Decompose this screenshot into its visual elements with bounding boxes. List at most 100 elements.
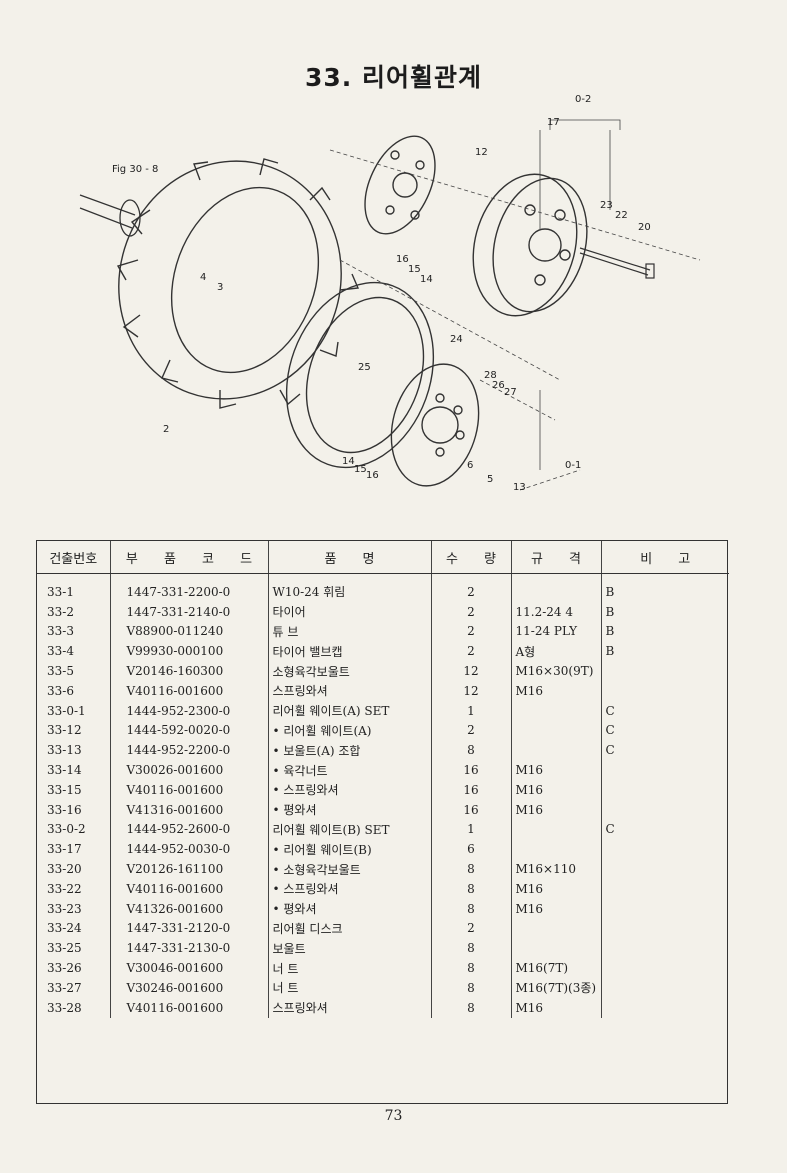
header-col-qty: 수 량 xyxy=(431,541,512,574)
cell-spec xyxy=(511,573,602,602)
header-col-no: 건출번호 xyxy=(37,541,111,574)
callout-5: 5 xyxy=(487,474,493,485)
cell-name: W10-24 휘림 xyxy=(268,573,432,602)
cell-spec xyxy=(511,819,602,840)
cell-no: 33-27 xyxy=(37,977,111,998)
cell-code: 1444-952-2600-0 xyxy=(110,819,269,840)
cell-no: 33-25 xyxy=(37,938,111,959)
callout-28: 28 xyxy=(484,370,497,381)
cell-qty: 2 xyxy=(431,573,512,602)
cell-spec: 11.2-24 4 xyxy=(511,601,602,622)
callout-3: 3 xyxy=(217,282,223,293)
cell-name: 너 트 xyxy=(268,977,432,998)
cell-qty: 8 xyxy=(431,859,512,879)
cell-no: 33-6 xyxy=(37,680,111,701)
cell-name: • 리어휠 웨이트(A) xyxy=(268,720,432,741)
cell-spec: M16 xyxy=(511,878,602,899)
callout-13: 13 xyxy=(513,482,526,493)
cell-code: V40116-001600 xyxy=(110,997,269,1018)
cell-note: C xyxy=(605,703,615,718)
page-title: 33. 리어휠관계 xyxy=(305,63,482,92)
cell-no: 33-0-1 xyxy=(37,700,111,721)
cell-code: V99930-000100 xyxy=(110,641,269,662)
cell-code: V20126-161100 xyxy=(110,859,269,879)
long-bolt-illustration xyxy=(579,247,655,279)
cell-spec xyxy=(511,938,602,959)
cell-spec: M16(7T) xyxy=(511,958,602,978)
cell-spec: A형 xyxy=(511,641,602,662)
tire-illustration xyxy=(116,158,360,409)
cell-code: 1444-952-0030-0 xyxy=(110,839,269,860)
cell-note: B xyxy=(605,584,615,599)
callout-14: 14 xyxy=(420,274,433,285)
callout-15: 15 xyxy=(408,264,421,275)
cell-spec: M16 xyxy=(511,799,602,820)
cell-qty: 16 xyxy=(431,799,512,820)
cell-no: 33-2 xyxy=(37,601,111,622)
cell-note xyxy=(601,938,729,958)
cell-qty: 8 xyxy=(431,740,512,761)
cell-note xyxy=(601,919,729,939)
cell-spec: M16 xyxy=(511,680,602,701)
wheel-weight-b-illustration xyxy=(472,173,588,317)
cell-code: V40116-001600 xyxy=(110,779,269,800)
cell-spec xyxy=(511,839,602,860)
cell-name: 리어휠 웨이트(B) SET xyxy=(268,819,432,840)
cell-code: 1444-952-2300-0 xyxy=(110,700,269,721)
callout-6: 6 xyxy=(467,460,473,471)
cell-name: 스프링와셔 xyxy=(268,680,432,701)
header-col-note: 비 고 xyxy=(601,541,729,574)
cell-no: 33-20 xyxy=(37,859,111,879)
callout-14-lower: 14 xyxy=(342,456,355,467)
cell-no: 33-4 xyxy=(37,641,111,662)
cell-qty: 8 xyxy=(431,977,512,998)
cell-qty: 16 xyxy=(431,760,512,780)
cell-name: 리어휠 디스크 xyxy=(268,918,432,939)
cell-no: 33-12 xyxy=(37,720,111,741)
cell-note xyxy=(601,661,729,681)
callout-24: 24 xyxy=(450,334,463,345)
callout-12: 12 xyxy=(475,147,488,158)
cell-spec xyxy=(511,720,602,741)
cell-name: • 리어휠 웨이트(B) xyxy=(268,839,432,860)
cell-spec: M16 xyxy=(511,779,602,800)
cell-code: 1447-331-2140-0 xyxy=(110,601,269,622)
cell-code: V41316-001600 xyxy=(110,799,269,820)
page-number: 73 xyxy=(384,1108,403,1124)
cell-no: 33-17 xyxy=(37,839,111,860)
callout-25: 25 xyxy=(358,362,371,373)
cell-qty: 6 xyxy=(431,839,512,860)
cell-qty: 8 xyxy=(431,958,512,978)
cell-code: V40116-001600 xyxy=(110,878,269,899)
cell-qty: 12 xyxy=(431,661,512,681)
callout-group-0-2: 0-2 xyxy=(575,94,591,105)
cell-no: 33-15 xyxy=(37,779,111,800)
cell-no: 33-22 xyxy=(37,878,111,899)
cell-qty: 2 xyxy=(431,601,512,622)
cell-no: 33-3 xyxy=(37,621,111,642)
cell-spec xyxy=(511,700,602,721)
callout-27: 27 xyxy=(504,387,517,398)
cell-spec: M16×30(9T) xyxy=(511,661,602,681)
callout-23: 23 xyxy=(600,200,613,211)
cell-name: • 스프링와셔 xyxy=(268,779,432,800)
callout-20: 20 xyxy=(638,222,651,233)
cell-code: 1447-331-2130-0 xyxy=(110,938,269,959)
cell-note xyxy=(601,780,729,800)
cell-code: 1447-331-2200-0 xyxy=(110,573,269,602)
cell-name: • 보울트(A) 조합 xyxy=(268,740,432,761)
